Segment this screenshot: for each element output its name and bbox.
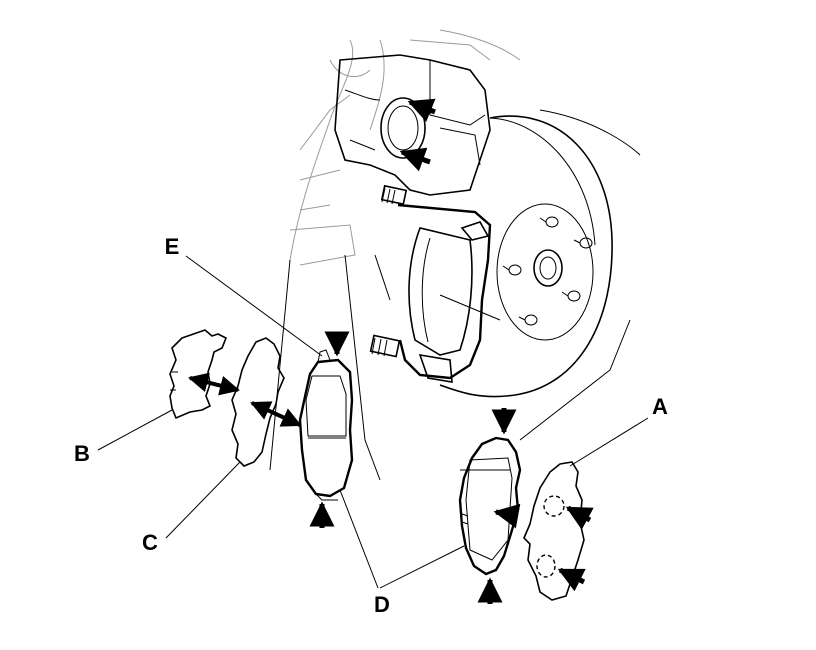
guide-pin-lower bbox=[369, 334, 401, 358]
apply-both-sides-arrow bbox=[188, 372, 240, 396]
pad-retainer-upper bbox=[460, 221, 490, 241]
wheel-stud bbox=[539, 216, 559, 228]
hub-center bbox=[533, 249, 563, 287]
grease-area-upper bbox=[543, 495, 565, 517]
brake-disc bbox=[439, 109, 641, 398]
brake-pad-inner bbox=[298, 349, 354, 501]
grease-point-arrow bbox=[407, 98, 436, 122]
pad-retainer-lower bbox=[418, 353, 453, 383]
brake-pad-outer bbox=[458, 436, 522, 576]
grease-point-arrow bbox=[565, 505, 594, 530]
leader-line-b bbox=[97, 409, 173, 451]
pad-shim-a bbox=[523, 461, 585, 601]
callout-c: C bbox=[142, 530, 158, 555]
leader-line-a bbox=[569, 417, 649, 467]
pad-shim-b bbox=[169, 329, 228, 420]
callout-e: E bbox=[165, 234, 180, 259]
wheel-stud bbox=[573, 237, 593, 249]
wheel-stud bbox=[518, 314, 538, 326]
callout-a: A bbox=[652, 394, 668, 419]
callout-b: B bbox=[74, 441, 90, 466]
pad-shim-c bbox=[231, 337, 285, 467]
steering-knuckle bbox=[269, 29, 631, 481]
callout-d: D bbox=[374, 592, 390, 617]
leader-line-c bbox=[165, 461, 241, 539]
leader-line-e bbox=[185, 255, 323, 357]
wheel-stud bbox=[502, 264, 522, 276]
apply-both-sides-arrow bbox=[250, 401, 302, 427]
wheel-stud bbox=[561, 290, 581, 302]
leader-line-d-inner bbox=[339, 489, 379, 589]
grease-point-arrow bbox=[557, 567, 586, 592]
grease-point-arrow bbox=[399, 147, 431, 172]
leader-line-d-outer bbox=[379, 545, 465, 589]
caliper-bracket bbox=[369, 184, 501, 383]
grease-point-arrow bbox=[493, 503, 521, 529]
grease-area-lower bbox=[536, 554, 556, 578]
